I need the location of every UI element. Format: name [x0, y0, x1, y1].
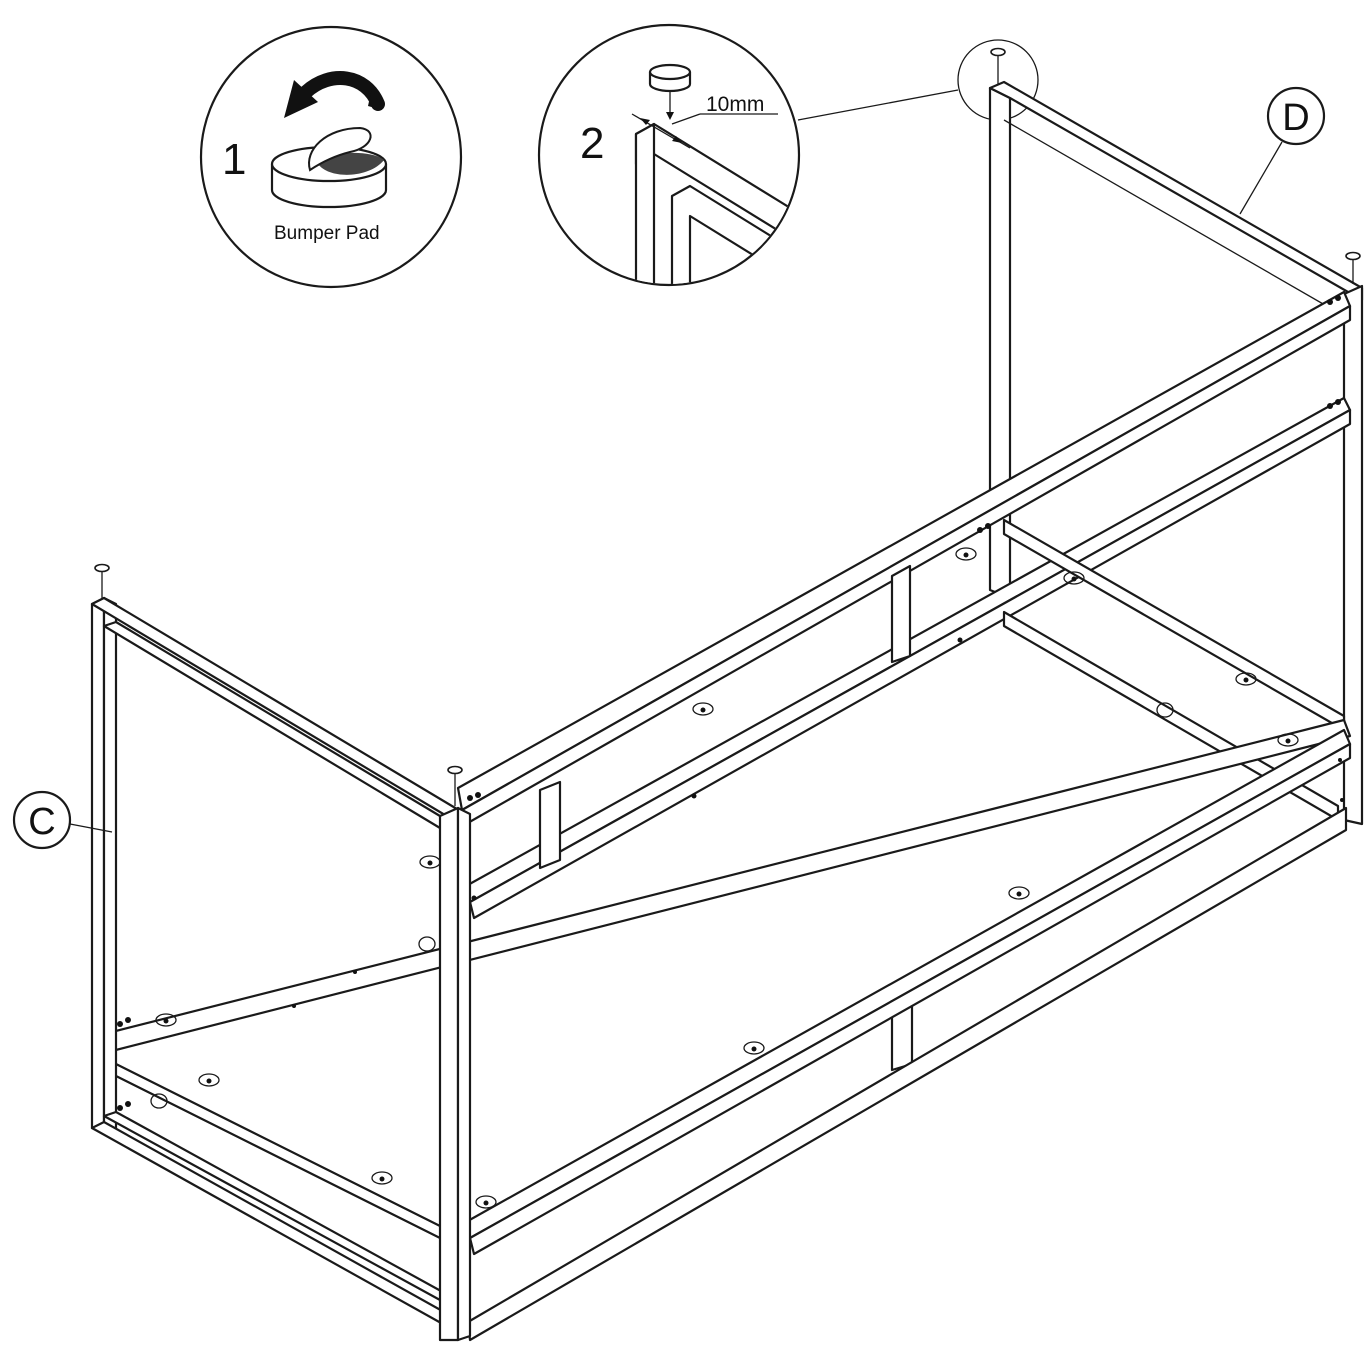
mounting-tabs: [150, 547, 1299, 1209]
screw-holes: [117, 295, 1344, 1111]
frame-corner-closeup: [634, 122, 798, 284]
mounting-tab: [198, 1073, 220, 1087]
bumper-pad-icon: [270, 126, 388, 209]
bottom-rails: [102, 718, 1352, 1342]
mounting-tab: [371, 1171, 393, 1185]
frame-d: [988, 47, 1364, 826]
callout-leader: [797, 89, 959, 121]
mounting-tab: [475, 1195, 497, 1209]
step-2-number: 2: [580, 119, 604, 168]
detail-callout-1: 1 Bumper Pad: [199, 25, 463, 289]
part-c-letter: C: [28, 801, 55, 843]
step-1-number: 1: [222, 135, 246, 184]
mounting-tab: [418, 936, 436, 952]
mounting-tab: [743, 1041, 765, 1055]
peel-arrow-icon: [284, 71, 385, 118]
cabinet-frame: [90, 47, 1364, 1342]
inner-brace: [890, 564, 912, 664]
bumper-pad-icon: [447, 765, 463, 806]
detail-callout-2: 2 10mm: [537, 23, 801, 287]
mounting-tab: [1277, 733, 1299, 747]
part-label-c: C: [12, 790, 113, 850]
mounting-tab: [1008, 886, 1030, 900]
bumper-pad-icon: [94, 563, 110, 598]
part-label-d: D: [1239, 86, 1326, 215]
dimension-marker: [631, 113, 778, 149]
mounting-tab: [1156, 702, 1174, 718]
mounting-tab: [155, 1013, 177, 1027]
mounting-tab: [692, 702, 714, 716]
dimension-label: 10mm: [706, 93, 764, 116]
bumper-pad-icon: [1345, 251, 1361, 284]
mounting-tab: [150, 1093, 168, 1109]
bumper-pad-small-icon: [648, 63, 692, 120]
inner-brace: [538, 780, 562, 870]
bumper-pad-icon: [990, 47, 1006, 84]
mounting-tab: [419, 855, 441, 869]
frame-c: [90, 563, 472, 1342]
bumper-pad-label: Bumper Pad: [274, 223, 380, 244]
part-d-letter: D: [1282, 97, 1309, 139]
mounting-tab: [955, 547, 977, 561]
mounting-tab: [1063, 571, 1085, 585]
mounting-tab: [1235, 672, 1257, 686]
